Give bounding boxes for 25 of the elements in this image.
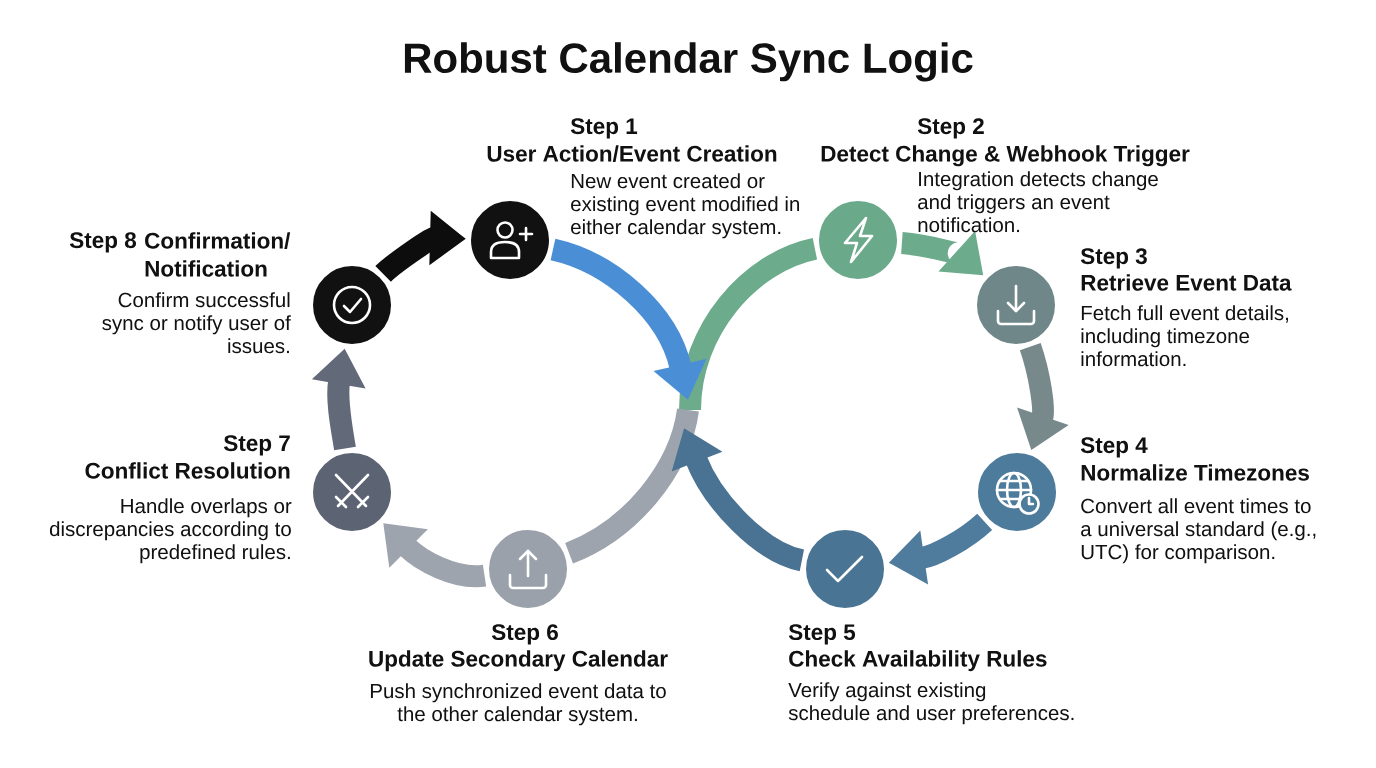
step-title: Conflict Resolution: [85, 462, 290, 479]
step-description: Integration detects change and triggers an event notification.: [918, 171, 1158, 233]
step-title: Retrieve Event Data: [1081, 274, 1292, 291]
step-number: Step 6: [491, 624, 558, 645]
step-title: Check Availability Rules: [789, 650, 1047, 672]
step-title: User Action/Event Creation: [487, 145, 777, 162]
step-description: Verify against existing schedule and user preferences.: [788, 682, 1074, 725]
step-number: Step 7: [223, 435, 290, 456]
step-description: Convert all event times to a universal standard (e.g., UTC) for comparison.: [1081, 498, 1316, 564]
step-number: Step 8: [69, 232, 137, 253]
step-description: New event created or existing event modified in either calendar system.: [571, 173, 799, 239]
step-title: Update Secondary Calendar: [369, 650, 668, 672]
step-number: Step 3: [1080, 248, 1147, 269]
step-description: Handle overlaps or discrepancies according to predefined rules.: [49, 498, 292, 564]
step-number: Step 4: [1080, 437, 1148, 458]
step-title: Confirmation/ Notification: [145, 232, 291, 277]
step-description: Push synchronized event data to the other calendar system.: [370, 683, 666, 726]
title: Robust Calendar Sync Logic: [404, 42, 973, 82]
step-description: Confirm successful sync or notify user of issues.: [102, 292, 291, 354]
step-description: Fetch full event details, including timezone information.: [1081, 305, 1288, 367]
step-title: Normalize Timezones: [1081, 464, 1309, 481]
step-number: Step 1: [570, 118, 638, 139]
step-number: Step 2: [917, 118, 984, 139]
step-title: Detect Change & Webhook Trigger: [821, 145, 1190, 167]
step-number: Step 5: [788, 624, 856, 645]
